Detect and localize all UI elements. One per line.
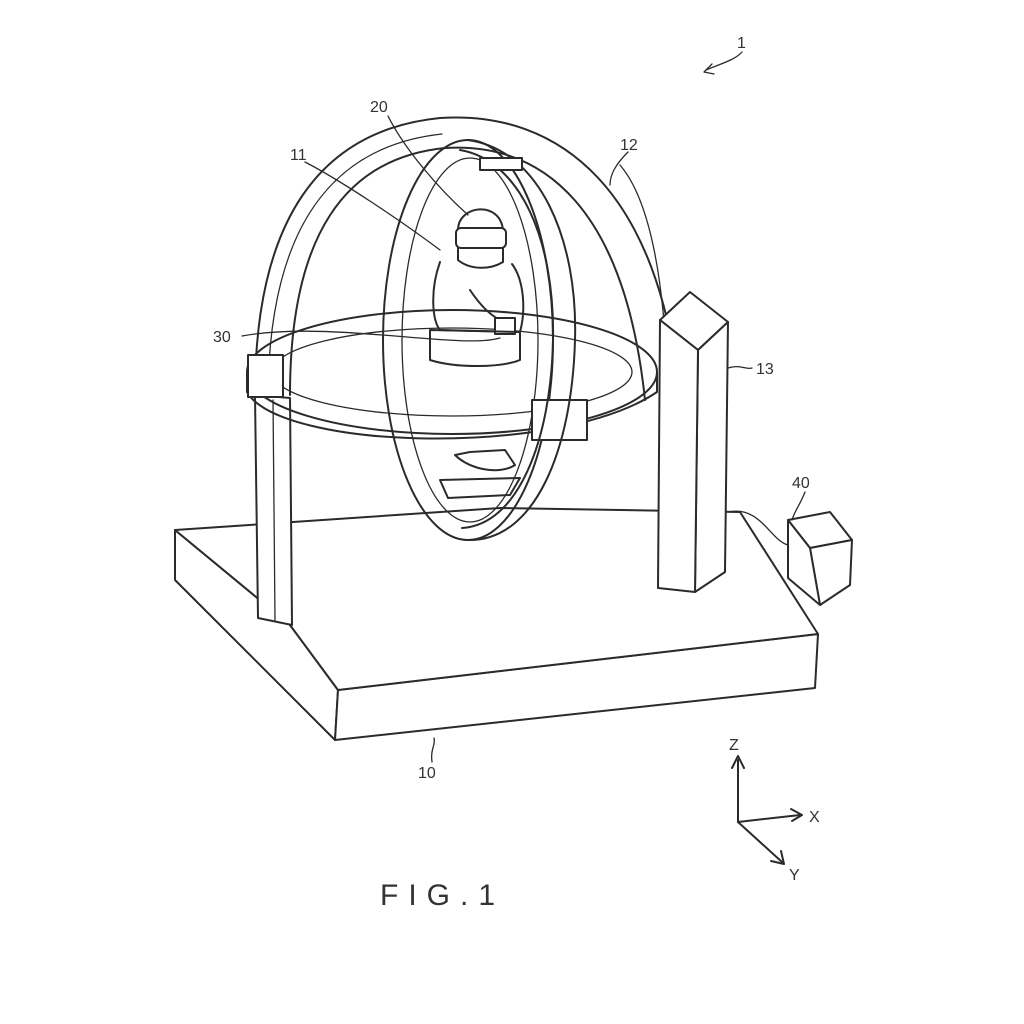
left-pillar [255,395,292,625]
pillar-side [695,322,728,592]
outer-arch-left-rib [268,134,442,392]
head-mounted-display [456,228,506,248]
label-outer-arch: 12 [620,137,638,154]
label-control-unit: 40 [792,475,810,492]
label-pillar: 13 [756,361,774,378]
user-figure [430,209,523,498]
label-base: 10 [418,765,436,782]
user-seat [430,330,520,366]
y-axis-line [738,822,782,862]
outer-arch-outer-edge [255,117,680,400]
leader-40 [792,492,805,520]
label-user: 20 [370,99,388,116]
outer-arch [255,117,680,400]
user-arm [470,290,500,320]
leader-20 [388,116,468,215]
outer-arch-inner-edge [290,148,645,400]
ring-top-mount [480,158,522,170]
axis-label-y: Y [789,867,800,884]
label-inner-ring: 11 [290,147,307,164]
figure-label: FIG.1 [380,879,505,912]
pillar-front [658,320,698,592]
leader-13 [728,367,752,369]
axis-label-x: X [809,809,820,826]
leader-10 [432,738,435,762]
ring-left-bracket [248,355,283,397]
axis-label-z: Z [729,737,739,754]
foot-rest [440,478,520,498]
user-feet [455,450,515,470]
label-device: 1 [737,35,746,52]
label-controller: 30 [213,329,231,346]
coordinate-axes [732,756,802,864]
inner-ring-front-inner-edge [460,150,553,528]
leader-12 [610,152,628,185]
horizontal-ring-band [247,372,657,439]
leader-1 [706,52,742,70]
x-axis-line [738,815,800,822]
right-pillar [658,292,728,592]
